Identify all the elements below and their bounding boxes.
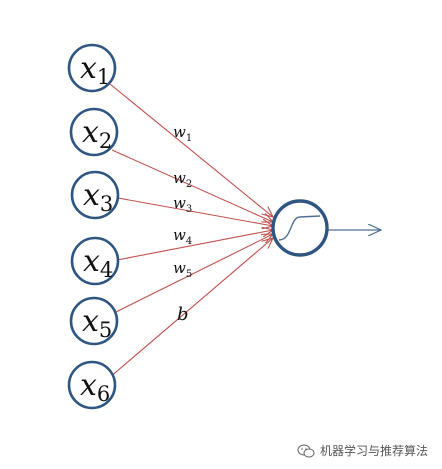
- input-node-3: x3: [70, 170, 120, 220]
- edge-x4: [116, 230, 273, 261]
- svg-text:x5: x5: [82, 304, 112, 342]
- svg-text:x3: x3: [83, 178, 113, 216]
- edge-x3: [117, 197, 273, 226]
- edge-x6: [108, 238, 273, 379]
- svg-text:x6: x6: [80, 368, 110, 406]
- input-node-4: x4: [70, 236, 120, 286]
- edge-x2: [111, 149, 273, 222]
- svg-text:x4: x4: [83, 244, 113, 282]
- edge-x5: [113, 234, 273, 314]
- neuron-node: [271, 199, 329, 257]
- weight-label-w2: w2: [173, 169, 192, 190]
- weight-label-w4: w4: [173, 226, 192, 247]
- input-node-6: x6: [67, 360, 117, 410]
- bias-label: b: [177, 304, 189, 325]
- svg-text:x2: x2: [82, 115, 112, 153]
- weight-label-w5: w5: [173, 259, 192, 280]
- input-node-1: x1: [67, 43, 117, 93]
- wechat-icon: [297, 444, 315, 457]
- input-node-2: x2: [69, 107, 119, 157]
- weight-label-w1: w1: [173, 123, 192, 144]
- sigmoid-icon: [278, 215, 321, 241]
- weight-label-w3: w3: [173, 194, 192, 215]
- watermark-text: 机器学习与推荐算法: [319, 444, 428, 458]
- edge-x1: [109, 83, 273, 217]
- input-edges: [108, 83, 273, 379]
- watermark: 机器学习与推荐算法: [297, 442, 428, 459]
- svg-text:x1: x1: [80, 51, 110, 89]
- input-node-5: x5: [69, 296, 119, 346]
